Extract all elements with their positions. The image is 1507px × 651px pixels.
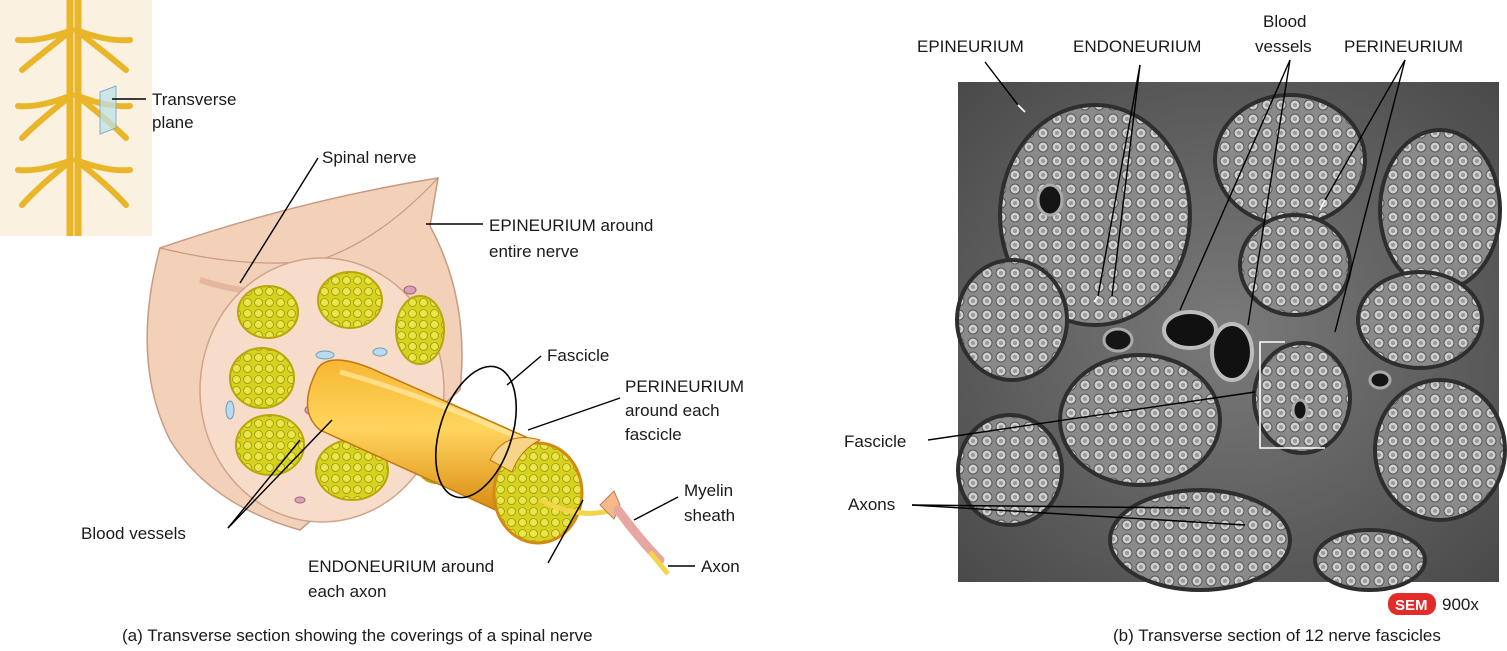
- label-perineurium-line1: PERINEURIUM: [625, 377, 744, 396]
- label-transverse-plane-line2: plane: [152, 113, 194, 132]
- caption-panel-a: (a) Transverse section showing the cover…: [122, 626, 593, 645]
- magnification-label: 900x: [1442, 595, 1479, 614]
- spinal-cord-inset-icon: [0, 0, 152, 236]
- label-blood-line2-b: vessels: [1255, 37, 1312, 56]
- label-endoneurium-line1: ENDONEURIUM around: [308, 557, 494, 576]
- label-epineurium-line1: EPINEURIUM around: [489, 216, 653, 235]
- label-perineurium-b: PERINEURIUM: [1344, 37, 1463, 56]
- sem-micrograph: [957, 82, 1505, 590]
- label-fascicle: Fascicle: [547, 346, 609, 365]
- label-spinal-nerve: Spinal nerve: [322, 148, 417, 167]
- label-epineurium-line2: entire nerve: [489, 242, 579, 261]
- label-myelin-line1: Myelin: [684, 481, 733, 500]
- label-perineurium-line2: around each: [625, 401, 720, 420]
- label-axon: Axon: [701, 557, 740, 576]
- label-blood-vessels-a: Blood vessels: [81, 524, 186, 543]
- panel-a: Transverse plane Spinal nerve EPINEURIUM…: [0, 0, 744, 645]
- panel-b: EPINEURIUM ENDONEURIUM Blood vessels PER…: [844, 12, 1505, 645]
- label-transverse-plane-line1: Transverse: [152, 90, 236, 109]
- label-endoneurium-b: ENDONEURIUM: [1073, 37, 1201, 56]
- label-endoneurium-line2: each axon: [308, 582, 386, 601]
- sem-badge: SEM: [1388, 593, 1436, 615]
- label-axons-b: Axons: [848, 495, 895, 514]
- caption-panel-b: (b) Transverse section of 12 nerve fasci…: [1113, 626, 1441, 645]
- label-blood-line1-b: Blood: [1263, 12, 1306, 31]
- sem-badge-text: SEM: [1395, 597, 1428, 614]
- label-fascicle-b: Fascicle: [844, 432, 906, 451]
- label-epineurium-b: EPINEURIUM: [917, 37, 1024, 56]
- label-myelin-line2: sheath: [684, 506, 735, 525]
- label-perineurium-line3: fascicle: [625, 425, 682, 444]
